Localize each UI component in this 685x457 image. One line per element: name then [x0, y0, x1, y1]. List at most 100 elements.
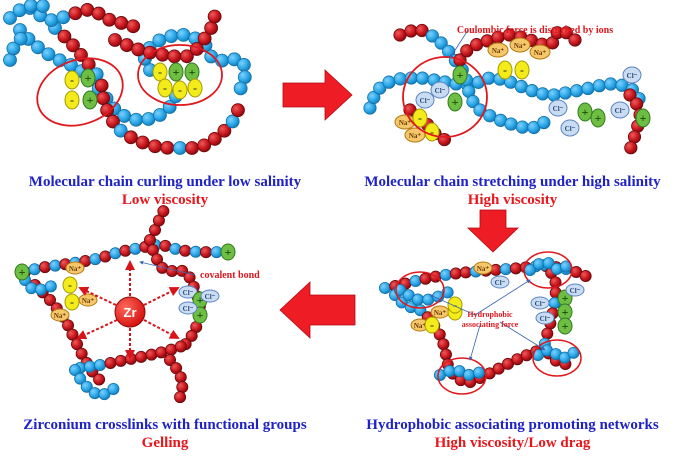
anion-bead	[568, 33, 582, 47]
anion-bead	[439, 348, 452, 361]
cation-bead	[409, 275, 422, 288]
annotation-pointer	[449, 29, 469, 59]
right-arrow-icon	[282, 69, 353, 121]
cation-bead	[34, 283, 47, 296]
association-pointer	[474, 279, 531, 316]
cl-ion	[430, 81, 450, 99]
anion-bead	[99, 250, 112, 263]
plus-ion	[82, 90, 98, 110]
cation-bead	[56, 10, 71, 25]
anion-bead	[159, 239, 172, 252]
plus-ion-label: +	[562, 291, 569, 305]
highlight-ring	[36, 57, 124, 127]
anion-bead	[106, 114, 120, 129]
minus-ion-label: -	[178, 83, 182, 97]
cation-bead	[107, 382, 120, 395]
anion-bead	[143, 233, 156, 246]
plus-ion	[168, 62, 184, 82]
crosslink-bond	[78, 286, 117, 306]
minus-ion-label: -	[193, 81, 197, 95]
minus-ion-label: -	[503, 63, 507, 77]
cl-ion-label: Cl⁻	[420, 97, 431, 105]
anion-bead	[180, 49, 194, 64]
anion-bead	[415, 23, 429, 38]
anion-bead	[449, 267, 462, 280]
panel2-title: Molecular chain stretching under high sa…	[364, 174, 661, 190]
plus-ion	[14, 263, 30, 281]
cation-bead	[462, 368, 475, 381]
minus-ion	[64, 90, 80, 110]
cation-bead	[411, 293, 424, 306]
cation-bead	[472, 366, 485, 379]
plus-ion-label: +	[173, 65, 180, 79]
cation-bead	[176, 27, 191, 42]
down-arrow-icon	[467, 209, 519, 253]
cation-bead	[44, 280, 57, 293]
plus-ion	[447, 92, 463, 112]
hydrophobic-annotation-line1: Hydrophobic	[467, 310, 513, 319]
na-ion	[487, 42, 509, 58]
plus-ion	[192, 306, 208, 324]
cation-bead	[80, 380, 93, 393]
cation-bead	[434, 36, 448, 50]
cl-ion-label: Cl⁻	[535, 300, 546, 308]
cation-bead	[466, 94, 480, 109]
cation-bead	[536, 87, 550, 101]
anion-bead	[207, 9, 222, 24]
anion-bead	[108, 33, 122, 47]
anion-bead	[102, 12, 117, 27]
na-ion	[473, 261, 493, 275]
panel3-title: Hydrophobic associating promoting networ…	[366, 417, 659, 433]
anion-bead	[157, 205, 170, 218]
anion-bead	[197, 31, 212, 46]
cation-bead	[6, 41, 21, 56]
cation-bead	[13, 31, 28, 46]
cl-ion-label: Cl⁻	[495, 279, 506, 287]
cation-bead	[237, 58, 251, 72]
cation-bead	[3, 11, 17, 25]
anion-bead	[509, 262, 522, 275]
cation-bead	[44, 13, 59, 28]
anion-bead	[57, 29, 72, 44]
overlays: Coulombic force is disturbed by ionsHydr…	[36, 25, 613, 395]
cl-ion	[178, 301, 198, 315]
panel2-state: High viscosity	[467, 192, 558, 208]
anion-bead	[93, 373, 106, 386]
crosslink-bond	[143, 319, 180, 339]
plus-ion	[557, 317, 573, 335]
cation-bead	[415, 71, 430, 85]
cation-bead	[49, 259, 62, 272]
cation-bead	[558, 86, 572, 100]
highlight-ring	[402, 56, 488, 138]
hydrophobic-annotation-line2: associating force	[462, 320, 519, 329]
anion-bead	[623, 88, 637, 102]
cation-bead	[153, 108, 167, 122]
anion-bead	[179, 244, 192, 257]
cation-bead	[233, 81, 248, 96]
anion-bead	[163, 353, 176, 366]
anion-bead	[100, 103, 115, 118]
plus-ion	[80, 68, 96, 88]
plus-ion-label: +	[562, 305, 569, 319]
left-arrow-icon	[279, 281, 356, 339]
cation-bead	[367, 90, 381, 105]
anion-bead	[126, 19, 141, 34]
cl-ion-label: Cl⁻	[565, 125, 576, 133]
highlight-ring	[532, 339, 582, 377]
minus-ion	[172, 80, 188, 100]
covalent-pointer	[139, 260, 196, 276]
cation-bead	[443, 365, 456, 378]
anion-bead	[459, 266, 472, 279]
cation-bead	[129, 112, 144, 127]
cation-bead	[98, 388, 111, 401]
anion-bead	[145, 348, 158, 361]
cation-bead	[41, 47, 56, 62]
anion-bead	[167, 49, 182, 64]
na-ion-label: Na⁺	[82, 297, 95, 305]
coulombic-annotation: Coulombic force is disturbed by ions	[457, 25, 613, 36]
minus-ion-label: -	[163, 81, 167, 95]
cation-bead	[378, 281, 391, 294]
na-ion	[529, 44, 551, 60]
na-ion-label: Na⁺	[492, 47, 505, 55]
minus-ion-label: -	[430, 125, 434, 139]
